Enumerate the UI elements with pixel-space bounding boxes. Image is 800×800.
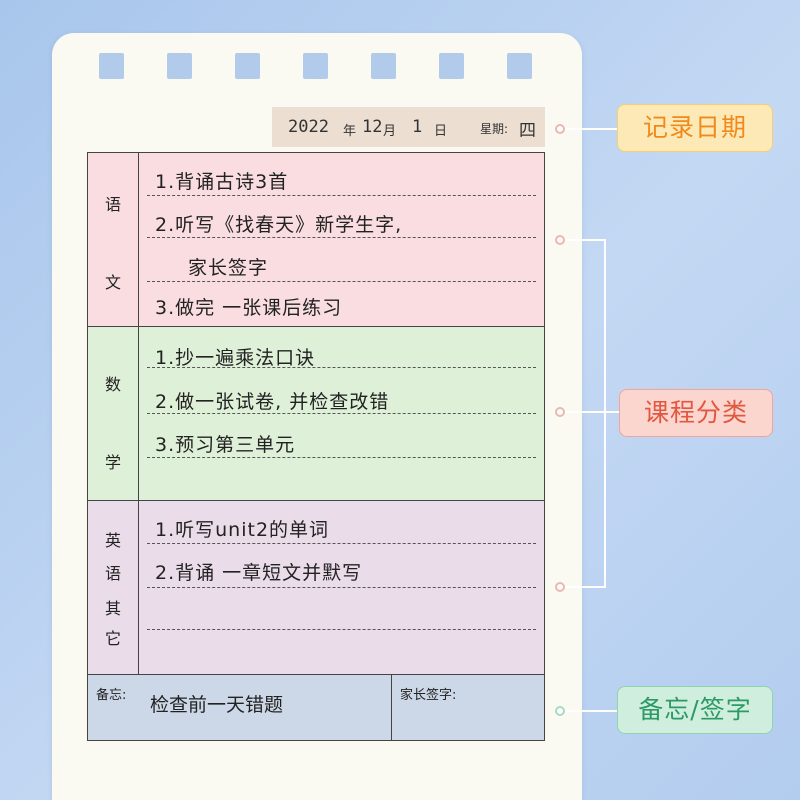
connector-dot [555, 706, 565, 716]
date-day: 1 [412, 117, 423, 137]
dashed-line [147, 543, 536, 544]
dashed-line [147, 281, 536, 282]
subject-label-math: 数 学 [88, 327, 139, 500]
dashed-line [147, 367, 536, 368]
dashed-line [147, 413, 536, 414]
binder-hole [99, 53, 124, 79]
section-english-other: 英 语 其 它 1.听写unit2的单词 2.背诵 一章短文并默写 [88, 501, 544, 675]
subject-char: 它 [104, 629, 121, 648]
dashed-line [147, 457, 536, 458]
subject-char: 语 [104, 195, 121, 214]
connector-dot [555, 235, 565, 245]
subject-char: 数 [104, 375, 121, 394]
memo-label: 备忘: [96, 688, 127, 703]
subject-char: 语 [104, 564, 121, 583]
section-chinese: 语 文 1.背诵古诗3首 2.听写《找春天》新学生字, 家长签字 3.做完 一张… [88, 153, 544, 327]
weekday-value: 四 [519, 121, 536, 141]
connector-line [565, 239, 605, 241]
weekday-label: 星期: [480, 122, 509, 136]
connector-bracket [604, 239, 606, 588]
homework-item: 2.做一张试卷, 并检查改错 [155, 391, 390, 413]
connector-dot [555, 407, 565, 417]
dashed-line [147, 587, 536, 588]
dashed-line [147, 195, 536, 196]
homework-item: 1.听写unit2的单词 [155, 519, 330, 541]
binder-hole [371, 53, 396, 79]
homework-table: 语 文 1.背诵古诗3首 2.听写《找春天》新学生字, 家长签字 3.做完 一张… [87, 152, 545, 741]
date-year: 2022 [288, 117, 329, 137]
subject-char: 学 [104, 453, 121, 472]
subject-label-english-other: 英 语 其 它 [88, 501, 139, 674]
homework-item: 3.做完 一张课后练习 [155, 297, 343, 319]
homework-item: 1.背诵古诗3首 [155, 171, 289, 193]
subject-char: 英 [104, 531, 121, 550]
subject-char: 文 [104, 273, 121, 292]
homework-item: 2.听写《找春天》新学生字, [155, 214, 403, 236]
parent-signature-label: 家长签字: [400, 688, 457, 703]
date-year-char: 年 [343, 124, 357, 139]
callout-memo-signature: 备忘/签字 [617, 686, 773, 734]
memo-text: 检查前一天错题 [150, 694, 284, 716]
date-day-char: 日 [434, 124, 448, 139]
memo-row: 备忘: 检查前一天错题 家长签字: [88, 675, 544, 740]
connector-line [565, 128, 617, 130]
date-bar: 2022 年 12 月 1 日 星期: 四 [272, 107, 545, 147]
dashed-line [147, 237, 536, 238]
connector-line [565, 710, 617, 712]
callout-record-date: 记录日期 [617, 104, 773, 152]
connector-dot [555, 124, 565, 134]
homework-item: 1.抄一遍乘法口诀 [155, 347, 316, 369]
homework-item: 家长签字 [188, 257, 269, 279]
memo-divider [391, 675, 392, 740]
subject-char: 其 [104, 599, 121, 618]
connector-dot [555, 582, 565, 592]
date-month-char: 月 [383, 124, 397, 139]
binder-hole [235, 53, 260, 79]
homework-item: 2.背诵 一章短文并默写 [155, 562, 363, 584]
connector-line [565, 586, 605, 588]
binder-hole [507, 53, 532, 79]
connector-line [565, 411, 619, 413]
callout-course-category: 课程分类 [619, 389, 773, 437]
binder-hole [439, 53, 464, 79]
binder-hole [167, 53, 192, 79]
binder-holes [52, 53, 582, 81]
dashed-line [147, 629, 536, 630]
date-month: 12 [362, 117, 383, 137]
subject-label-chinese: 语 文 [88, 153, 139, 326]
binder-hole [303, 53, 328, 79]
section-math: 数 学 1.抄一遍乘法口诀 2.做一张试卷, 并检查改错 3.预习第三单元 [88, 327, 544, 501]
homework-item: 3.预习第三单元 [155, 434, 296, 456]
